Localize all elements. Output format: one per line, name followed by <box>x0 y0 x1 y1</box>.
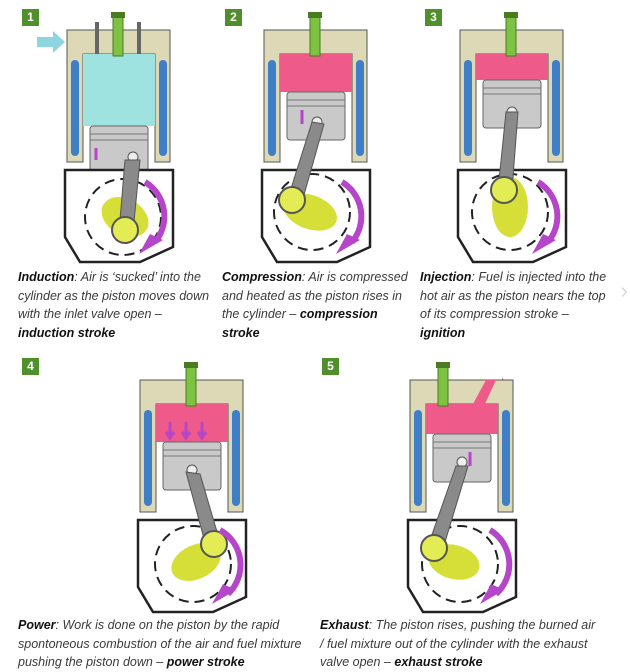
rotation-arrow-icon <box>139 234 163 254</box>
step-1-title: Induction <box>18 270 75 284</box>
step-2-stroke: compression stroke <box>222 307 378 340</box>
step-5-text: : The piston rises, pushing the burned a… <box>320 618 596 669</box>
rotation-arrow-icon <box>336 234 360 254</box>
step-1-stroke: induction stroke <box>18 325 116 340</box>
step-1-number: 1 <box>22 9 39 26</box>
step-2-title: Compression <box>222 270 302 284</box>
exhaust-engine-diagram <box>406 362 518 614</box>
step-3-stroke: ignition <box>420 325 466 340</box>
injection-engine-diagram <box>456 12 568 264</box>
step-4-number: 4 <box>22 358 39 375</box>
induction-engine-diagram <box>37 12 175 264</box>
step-3-title: Injection <box>420 270 472 284</box>
rotation-arrow-icon <box>532 234 556 254</box>
chevron-right-icon[interactable]: › <box>620 278 628 303</box>
step-4-title: Power <box>18 618 56 632</box>
step-2-number: 2 <box>225 9 242 26</box>
step-2-text: : Air is compressed and heated as the pi… <box>222 270 408 321</box>
step-4-stroke: power stroke <box>166 655 245 669</box>
rotation-arrow-icon <box>480 584 504 604</box>
step-5-number: 5 <box>322 358 339 375</box>
step-1-text: : Air is ‘sucked’ into the cylinder as t… <box>18 270 210 321</box>
step-4-text: : Work is done on the piston by the rapi… <box>18 618 302 669</box>
power-engine-diagram <box>136 362 248 614</box>
step-5-stroke: exhaust stroke <box>394 655 483 669</box>
inlet-arrow-icon <box>37 31 65 53</box>
rotation-arrow-icon <box>212 584 236 604</box>
step-3-number: 3 <box>425 9 442 26</box>
step-3-text: : Fuel is injected into the hot air as t… <box>420 270 607 321</box>
step-5-title: Exhaust <box>320 618 369 632</box>
compression-engine-diagram <box>260 12 372 264</box>
